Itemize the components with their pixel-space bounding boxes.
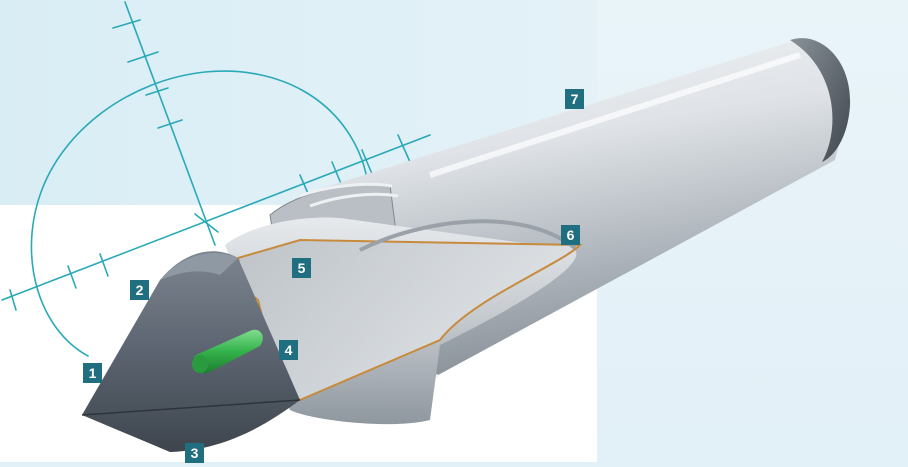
shank-end — [790, 38, 851, 163]
carbide-tip — [82, 251, 300, 452]
callout-5: 5 — [292, 258, 311, 278]
sketch-construction-lines — [1, 1, 431, 357]
sketch-circle — [30, 70, 372, 357]
background-panel-bottom — [0, 462, 908, 467]
insert-pin — [192, 329, 263, 374]
callout-6: 6 — [561, 225, 580, 245]
callout-7: 7 — [565, 89, 584, 109]
sketch-axis-horizontal — [1, 134, 431, 301]
callout-2: 2 — [130, 280, 149, 300]
callout-3: 3 — [185, 443, 204, 463]
callout-4: 4 — [279, 340, 298, 360]
callout-1: 1 — [83, 363, 102, 383]
bearing-groove — [359, 219, 577, 252]
